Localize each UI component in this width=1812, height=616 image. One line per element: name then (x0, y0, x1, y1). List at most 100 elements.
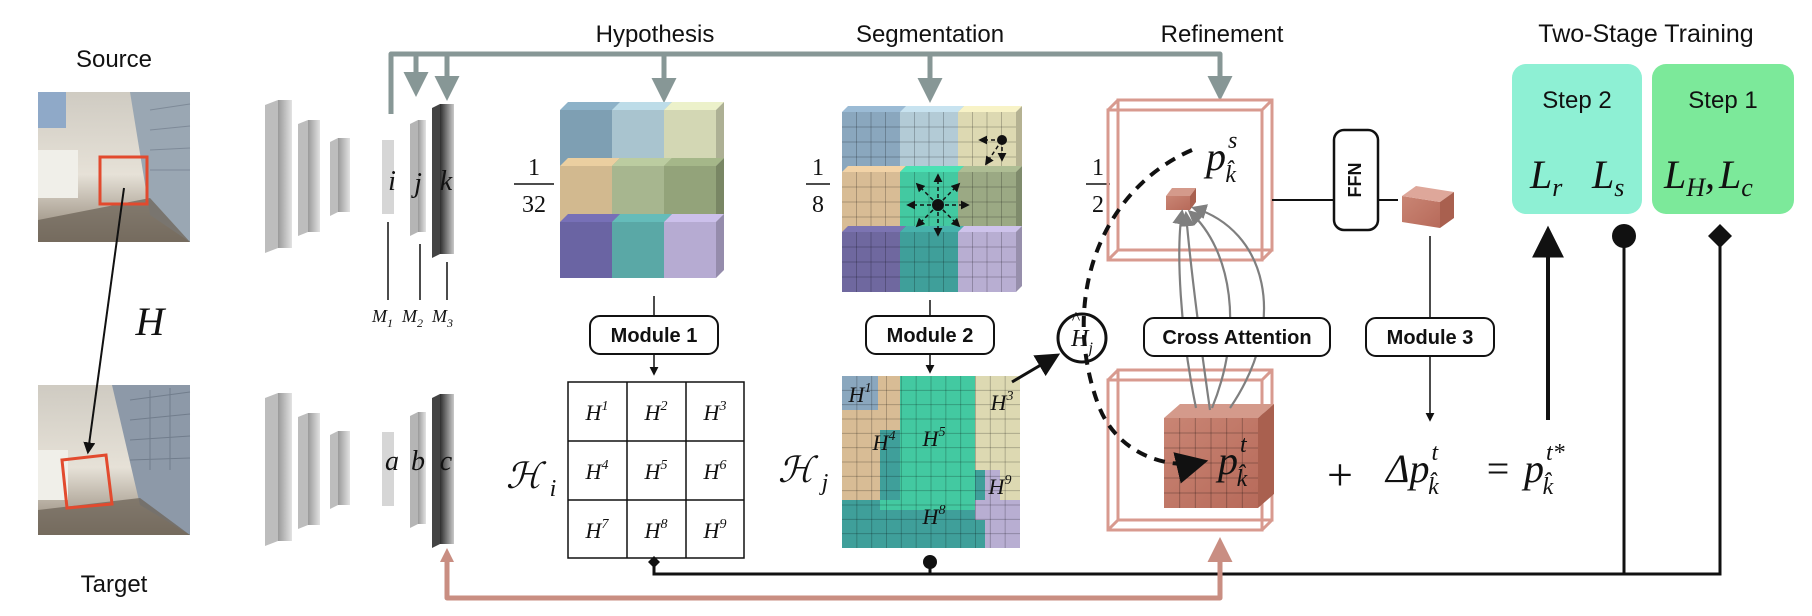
hyp-cube-cell-7 (560, 214, 620, 278)
seg-cube-cell-3 (958, 106, 1022, 172)
hyp-cube-cell-3 (664, 102, 724, 166)
hypothesis-cell-3: H3 (703, 399, 727, 425)
module-2-label: Module 2 (887, 325, 974, 347)
mask-2-index: 2 (417, 316, 423, 330)
hypothesis-cell-9: H9 (703, 517, 727, 543)
mask-2-base: M (401, 306, 418, 326)
mask-1-index: 1 (387, 316, 393, 330)
hyp-cube-cell-8 (612, 214, 672, 278)
hyp-cube-cell-9 (664, 214, 724, 278)
seg-cube-cell-1 (842, 106, 906, 172)
mask-labels: M1 M2 M3 (371, 306, 453, 330)
svg-text:1: 1 (1092, 155, 1104, 181)
homography-arrow (83, 187, 125, 455)
scale-refinement: 1 2 (1086, 155, 1110, 218)
hyp-cube-cell-5 (612, 158, 672, 222)
svg-text:8: 8 (812, 192, 824, 218)
hypothesis-cell-8: H8 (644, 517, 668, 543)
refinement-title: Refinement (1161, 21, 1284, 48)
step-1-label: Step 1 (1688, 87, 1757, 114)
feature-j: j (411, 168, 422, 199)
hypothesis-cell-6: H6 (703, 458, 727, 484)
two-stage-training-title: Two-Stage Training (1538, 20, 1753, 48)
feature-c: c (440, 446, 453, 477)
module-3-label: Module 3 (1387, 327, 1474, 349)
hypothesis-cube-grid (560, 102, 724, 278)
feature-maps-source (382, 104, 454, 258)
feature-a: a (385, 446, 399, 477)
ffn-box (1332, 128, 1380, 232)
target-image (38, 385, 191, 535)
homography-node (1056, 312, 1108, 364)
homography-label: H (135, 299, 167, 344)
correspondence-dashed-arrow (1081, 148, 1209, 484)
hypothesis-cell-5: H5 (644, 458, 668, 484)
svg-text:1: 1 (812, 155, 824, 181)
hyp-cube-cell-4 (560, 158, 620, 222)
segmentation-region-3: H4 (872, 429, 896, 455)
loss-s: Ls (1591, 152, 1624, 202)
target-encoder (265, 393, 350, 546)
hyp-cube-cell-6 (664, 158, 724, 222)
mask-1-base: M (371, 306, 388, 326)
equals-sign: = (1487, 446, 1510, 491)
scale-hypothesis: 1 32 (514, 155, 554, 218)
hyp-cube-cell-1 (560, 102, 620, 166)
step2-connector-dot (1612, 224, 1636, 248)
target-label: Target (81, 571, 148, 598)
map-to-homography-arrow (1011, 353, 1061, 384)
segmentation-title: Segmentation (856, 21, 1004, 48)
plus-sign: + (1327, 449, 1353, 500)
map-connector-dot (923, 555, 937, 569)
svg-text:M3: M3 (431, 306, 453, 330)
segmentation-region-2: H3 (990, 389, 1014, 415)
cross-attention-label: Cross Attention (1162, 327, 1311, 349)
ffn-label: FFN (1345, 163, 1365, 198)
source-encoder (265, 100, 350, 253)
seg-cube-cell-2 (900, 106, 964, 172)
hyp-cube-cell-2 (612, 102, 672, 166)
svg-text:2: 2 (1092, 192, 1104, 218)
hypothesis-cell-2: H2 (644, 399, 668, 425)
source-label: Source (76, 46, 152, 73)
segmentation-vote-arrows (906, 135, 1007, 237)
mask-3-index: 3 (446, 316, 453, 330)
segmentation-region-4: H5 (922, 425, 946, 451)
offset-cube (1402, 186, 1454, 228)
feature-maps-target (382, 394, 454, 548)
step1-connector-diamond (1708, 224, 1732, 248)
svg-text:32: 32 (522, 192, 546, 218)
loss-h-c: LH,Lc (1663, 152, 1753, 202)
hypothesis-cell-1: H1 (585, 399, 609, 425)
hypothesis-cell-7: H7 (585, 517, 610, 543)
svg-text:M2: M2 (401, 306, 423, 330)
seg-cube-cell-9 (958, 226, 1022, 292)
svg-text:M1: M1 (371, 306, 393, 330)
mask-lines (387, 222, 448, 300)
step-1-box (1652, 64, 1794, 214)
segmentation-region-5: H8 (922, 503, 946, 529)
seg-cube-cell-6 (958, 166, 1022, 232)
homography-node-hat: ^ (1072, 308, 1081, 328)
hypothesis-title: Hypothesis (596, 21, 715, 48)
hypothesis-cell-4: H4 (585, 458, 609, 484)
feature-flow-top (388, 51, 1233, 114)
source-patch-cube (1166, 188, 1196, 210)
mask-3-base: M (431, 306, 448, 326)
module-1-label: Module 1 (611, 325, 698, 347)
segmentation-region-6: H9 (988, 473, 1012, 499)
hypothesis-table (567, 381, 745, 559)
loss-r: Lr (1529, 152, 1563, 202)
feature-flow-bottom (444, 537, 1233, 601)
bottom-flow-arrowhead (440, 548, 454, 562)
segmentation-map (842, 376, 1020, 548)
segmentation-region-1: H1 (848, 381, 872, 407)
